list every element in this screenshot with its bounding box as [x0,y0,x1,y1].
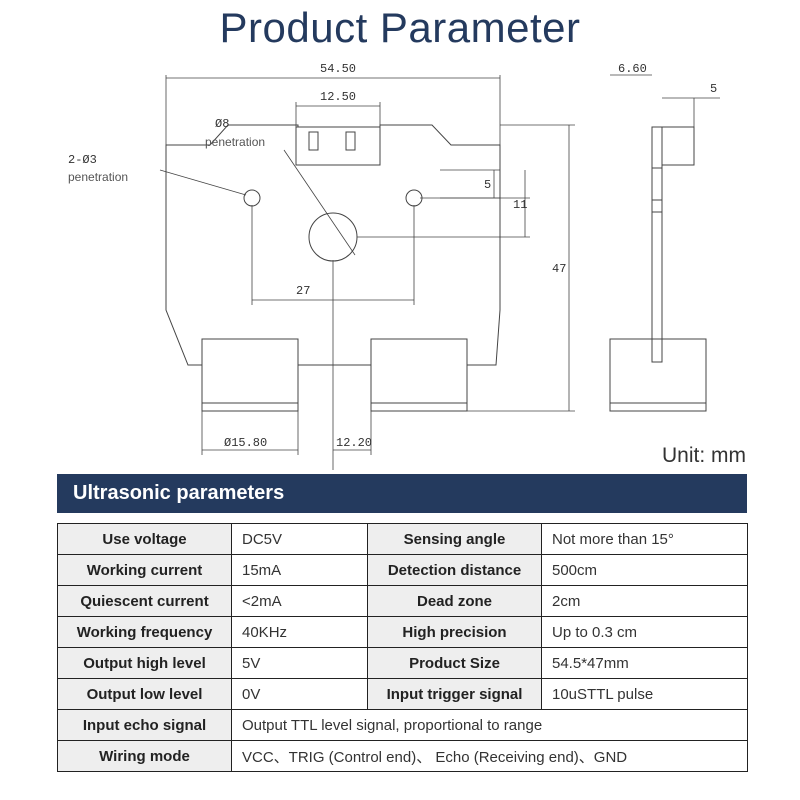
transducer-left [201,338,299,412]
param-name: Detection distance [367,554,542,586]
dim-connector: 12.50 [320,90,356,104]
transducer-right [370,338,468,412]
connector [295,126,381,166]
hole-small-right [405,189,423,207]
hole-large [308,212,358,262]
dim-27: 27 [296,284,310,298]
param-value: 15mA [231,554,368,586]
param-name: Output high level [57,647,232,679]
banner-title: Ultrasonic parameters [73,482,285,504]
param-value: 40KHz [231,616,368,648]
dim-gap: 12.20 [336,436,372,450]
dim-5: 5 [484,178,491,192]
param-value: 2cm [541,585,748,617]
param-name: Input echo signal [57,709,232,741]
dim-47: 47 [552,262,566,276]
dim-hole-large-note: penetration [205,135,265,149]
param-name: Product Size [367,647,542,679]
dimension-drawing: 54.50 12.50 Ø8 penetration 2-Ø3 penetrat… [68,62,720,470]
side-transducer [609,338,707,412]
dim-side-5: 5 [710,82,717,96]
param-value: 0V [231,678,368,710]
param-name: Output low level [57,678,232,710]
side-board [651,126,663,363]
param-value: Up to 0.3 cm [541,616,748,648]
param-name: Sensing angle [367,523,542,555]
side-connector [661,126,695,166]
dim-holes-small-note: penetration [68,170,128,184]
param-value: Output TTL level signal, proportional to… [231,709,748,741]
hole-small-left [243,189,261,207]
param-value: 500cm [541,554,748,586]
param-name: Working current [57,554,232,586]
param-name: Working frequency [57,616,232,648]
dim-holes-small: 2-Ø3 [68,153,97,167]
param-value: <2mA [231,585,368,617]
param-name: Input trigger signal [367,678,542,710]
dim-transducer: Ø15.80 [224,436,267,450]
param-name: Wiring mode [57,740,232,772]
param-value: Not more than 15° [541,523,748,555]
param-value: 54.5*47mm [541,647,748,679]
param-value: 10uSTTL pulse [541,678,748,710]
unit-label: Unit: mm [662,444,746,467]
dim-hole-large: Ø8 [215,117,229,131]
param-name: Use voltage [57,523,232,555]
param-name: Quiescent current [57,585,232,617]
param-value: 5V [231,647,368,679]
param-name: High precision [367,616,542,648]
param-value: VCC、TRIG (Control end)、 Echo (Receiving … [231,740,748,772]
param-name: Dead zone [367,585,542,617]
section-banner: Ultrasonic parameters [57,474,747,513]
dim-width: 54.50 [320,62,356,76]
page-title: Product Parameter [219,4,581,51]
param-value: DC5V [231,523,368,555]
dim-11: 11 [513,198,527,212]
dim-side-depth: 6.60 [618,62,647,76]
